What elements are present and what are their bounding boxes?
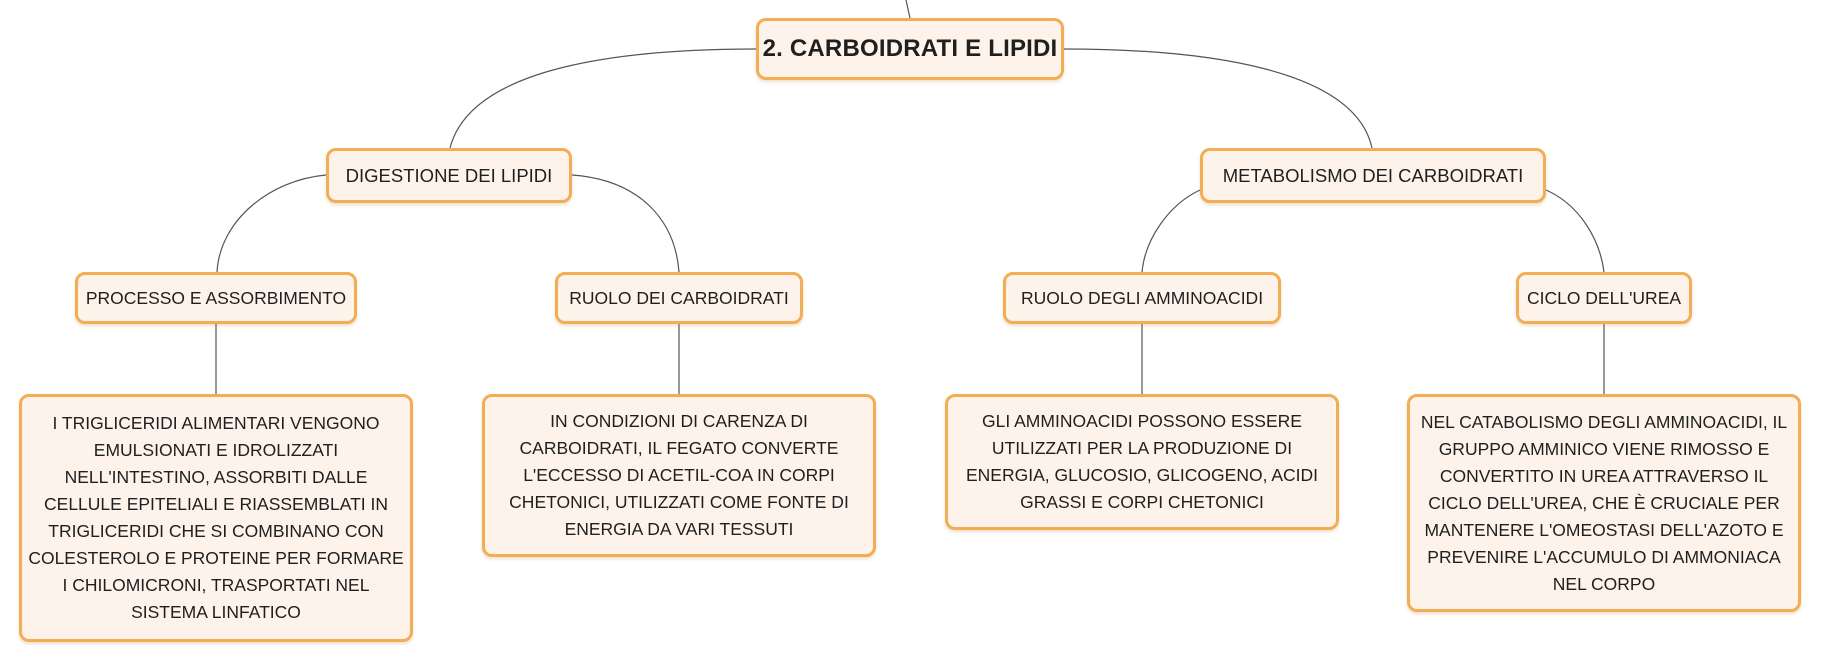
detail-ruolo-amminoacidi[interactable]: GLI AMMINOACIDI POSSONO ESSERE UTILIZZAT…: [945, 394, 1339, 530]
topic-label: CICLO DELL'UREA: [1526, 287, 1682, 308]
detail-ciclo-urea[interactable]: NEL CATABOLISMO DEGLI AMMINOACIDI, IL GR…: [1407, 394, 1801, 612]
edge-carbo-urea: [1545, 189, 1605, 273]
topic-ciclo-urea[interactable]: CICLO DELL'UREA: [1516, 272, 1692, 324]
edge-lipidi-processo: [216, 174, 327, 273]
topic-label: RUOLO DEI CARBOIDRATI: [569, 287, 789, 308]
root-label: 2. CARBOIDRATI E LIPIDI: [762, 35, 1058, 62]
edge-root-carboidrati: [1063, 48, 1373, 149]
topic-ruolo-carboidrati[interactable]: RUOLO DEI CARBOIDRATI: [555, 272, 803, 324]
topic-processo-assorbimento[interactable]: PROCESSO E ASSORBIMENTO: [75, 272, 357, 324]
branch-label: DIGESTIONE DEI LIPIDI: [345, 164, 553, 186]
branch-metabolismo-carboidrati[interactable]: METABOLISMO DEI CARBOIDRATI: [1200, 148, 1546, 203]
edge-parent-root: [905, 0, 911, 19]
detail-text: I TRIGLICERIDI ALIMENTARI VENGONO EMULSI…: [28, 413, 404, 622]
topic-ruolo-amminoacidi[interactable]: RUOLO DEGLI AMMINOACIDI: [1003, 272, 1281, 324]
edge-lipidi-ruolo: [571, 174, 680, 273]
detail-text: GLI AMMINOACIDI POSSONO ESSERE UTILIZZAT…: [965, 411, 1319, 512]
topic-label: RUOLO DEGLI AMMINOACIDI: [1020, 287, 1264, 308]
edge-carbo-amminoacidi: [1141, 189, 1201, 273]
detail-processo-assorbimento[interactable]: I TRIGLICERIDI ALIMENTARI VENGONO EMULSI…: [19, 394, 413, 642]
branch-label: METABOLISMO DEI CARBOIDRATI: [1222, 164, 1524, 186]
branch-digestione-lipidi[interactable]: DIGESTIONE DEI LIPIDI: [326, 148, 572, 203]
topic-label: PROCESSO E ASSORBIMENTO: [85, 287, 347, 308]
detail-text: IN CONDIZIONI DI CARENZA DI CARBOIDRATI,…: [509, 411, 849, 539]
detail-text: NEL CATABOLISMO DEGLI AMMINOACIDI, IL GR…: [1420, 411, 1788, 594]
root-node[interactable]: 2. CARBOIDRATI E LIPIDI: [756, 18, 1064, 80]
detail-ruolo-carboidrati[interactable]: IN CONDIZIONI DI CARENZA DI CARBOIDRATI,…: [482, 394, 876, 557]
edge-root-lipidi: [449, 48, 757, 149]
